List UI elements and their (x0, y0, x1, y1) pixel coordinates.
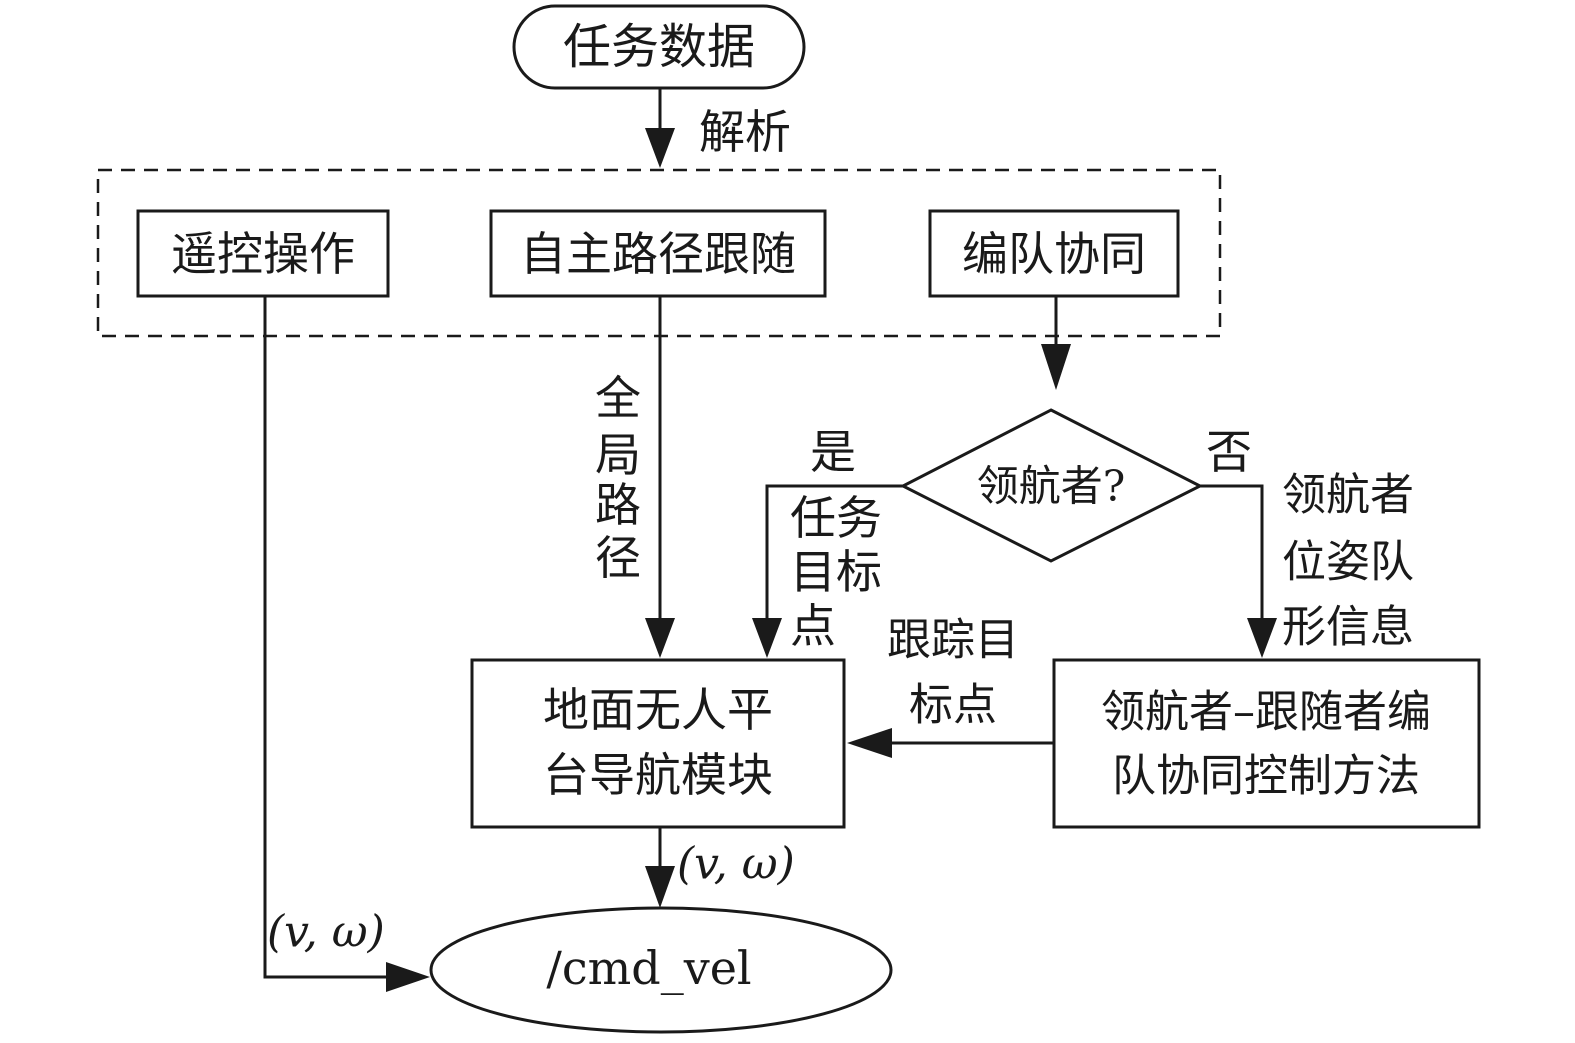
task-target-line-3: 点 (790, 599, 836, 653)
formation-method-line-2: 队协同控制方法 (1112, 751, 1420, 802)
node-remote-control: 遥控操作 (136, 209, 390, 298)
arrowhead-formation (1041, 344, 1071, 390)
process-box (928, 209, 1180, 298)
global-path-char-4: 径 (595, 531, 641, 585)
leader-info-line-1: 领航者 (1282, 470, 1414, 521)
node-leader-decision: 领航者? (899, 408, 1204, 563)
nav-module-line-2: 台导航模块 (543, 748, 773, 802)
arrowhead-global-path (645, 618, 675, 658)
arrowhead-track (847, 728, 892, 758)
edge-labels: 解析 全 局 路 径 是 否 任务 目标 点 领航者 位姿队 形信息 跟踪目 标… (267, 105, 1414, 958)
node-formation: 编队协同 (928, 209, 1180, 298)
remote-velocity-label: (v, ω) (267, 907, 385, 958)
decision-diamond (899, 408, 1204, 563)
process-box (470, 658, 846, 829)
leader-decision-label: 领航者? (977, 462, 1126, 511)
process-box (1052, 658, 1481, 829)
nav-module-line-1: 地面无人平 (543, 683, 773, 737)
node-autonomous-path: 自主路径跟随 (489, 209, 827, 298)
track-target-line-1: 跟踪目 (887, 615, 1019, 666)
track-target-line-2: 标点 (909, 680, 997, 731)
process-box (136, 209, 390, 298)
cmd-vel-label: /cmd_vel (546, 941, 751, 995)
terminal-shape (512, 4, 806, 90)
global-path-char-3: 路 (595, 478, 641, 532)
arrowhead-parse (645, 128, 675, 168)
task-target-line-2: 目标 (790, 545, 882, 599)
node-formation-method: 领航者–跟随者编 队协同控制方法 (1052, 658, 1481, 829)
nav-velocity-label: (v, ω) (677, 839, 795, 890)
autonomous-path-label: 自主路径跟随 (520, 227, 796, 281)
remote-control-label: 遥控操作 (171, 227, 355, 281)
arrowhead-no (1247, 618, 1277, 658)
node-task-data: 任务数据 (512, 4, 806, 90)
edge-decision-yes (765, 484, 903, 622)
mode-group-frame (96, 168, 1222, 338)
parse-label: 解析 (699, 105, 791, 159)
edge-remote-to-cmd (263, 296, 390, 979)
task-target-line-1: 任务 (790, 491, 882, 545)
leader-info-line-2: 位姿队 (1282, 537, 1414, 588)
formation-method-line-1: 领航者–跟随者编 (1101, 687, 1431, 738)
formation-label: 编队协同 (962, 227, 1146, 281)
node-cmd-vel: /cmd_vel (429, 906, 893, 1034)
edge-decision-no (1200, 484, 1264, 622)
terminal-ellipse (429, 906, 893, 1034)
global-path-char-1: 全 (595, 371, 641, 425)
arrowhead-nav-velocity (645, 866, 675, 908)
task-data-label: 任务数据 (563, 19, 755, 75)
process-box (489, 209, 827, 298)
global-path-char-2: 局 (595, 428, 641, 482)
no-label: 否 (1206, 425, 1252, 479)
leader-info-line-3: 形信息 (1282, 602, 1414, 653)
arrowhead-remote-velocity (386, 962, 430, 992)
node-nav-module: 地面无人平 台导航模块 (470, 658, 846, 829)
arrowhead-yes (752, 618, 782, 658)
connectors (263, 88, 1277, 992)
yes-label: 是 (810, 425, 856, 479)
